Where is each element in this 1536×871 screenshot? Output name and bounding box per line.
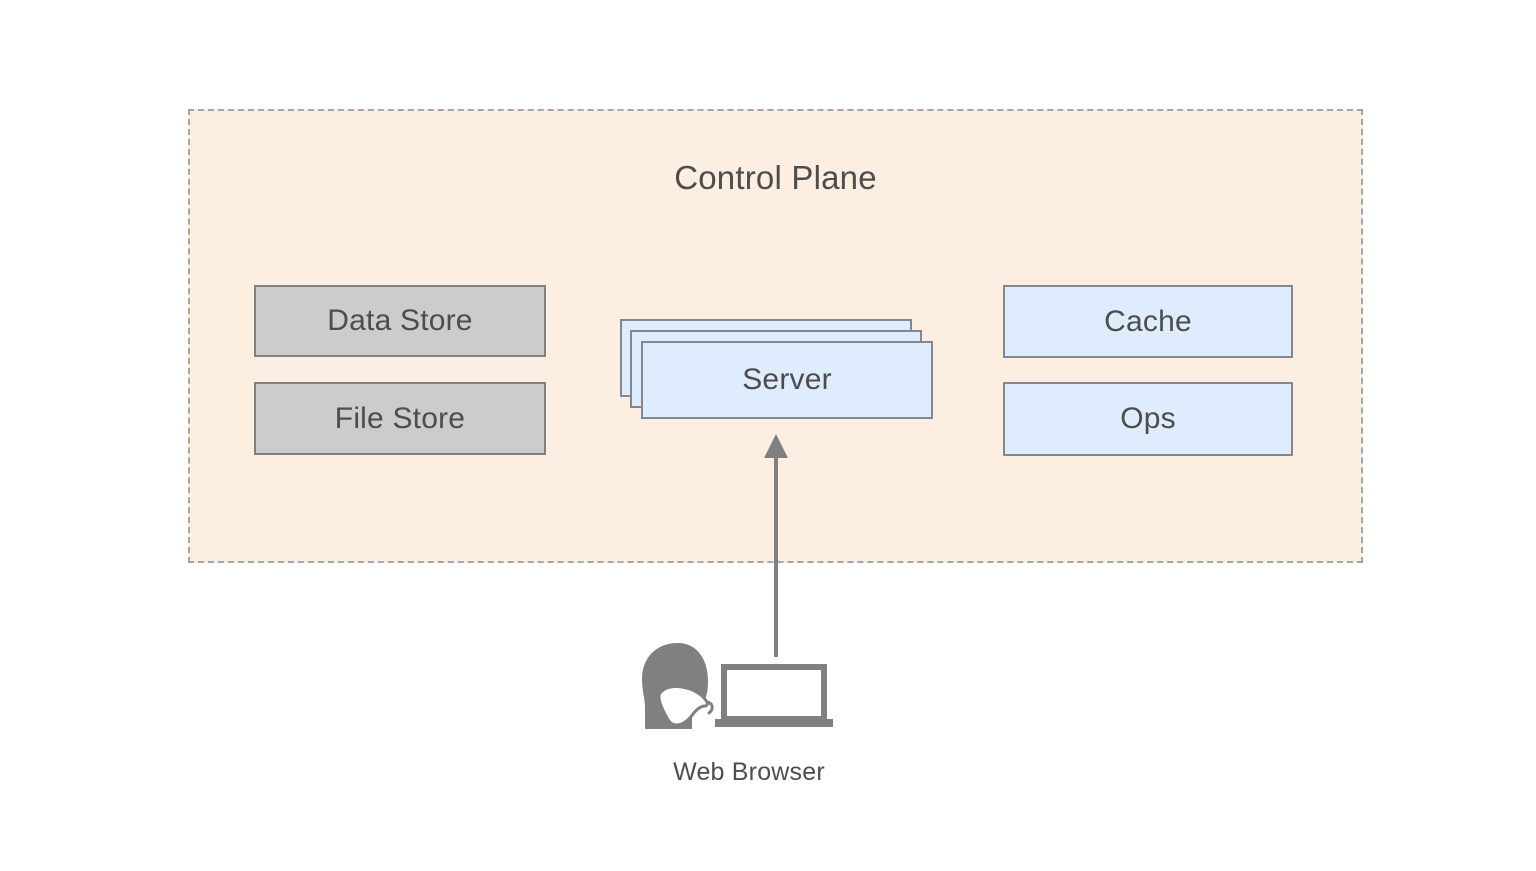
node-server[interactable]: Server (620, 319, 933, 419)
control-plane-title: Control Plane (674, 159, 877, 196)
arrowhead-icon (764, 434, 788, 458)
node-file-store-label: File Store (334, 401, 466, 435)
node-data-store-label: Data Store (327, 304, 473, 337)
face-mask-icon (657, 685, 709, 727)
node-data-store[interactable]: Data Store (254, 285, 546, 357)
laptop-screen (721, 664, 827, 722)
node-file-store[interactable]: File Store (254, 382, 546, 455)
edge-browser-to-server-arrow (764, 434, 788, 657)
actor-web-browser[interactable] (634, 641, 866, 741)
actor-web-browser-label: Web Browser (673, 758, 825, 786)
node-ops-label: Ops (1120, 402, 1176, 435)
node-server-label: Server (742, 363, 832, 396)
node-ops[interactable]: Ops (1003, 382, 1293, 456)
laptop-icon (715, 664, 833, 727)
node-cache[interactable]: Cache (1003, 285, 1293, 358)
node-server-stack-layer-front[interactable]: Server (641, 341, 933, 419)
mask-ear-strap-icon (705, 700, 714, 715)
laptop-base (715, 719, 833, 727)
person-with-mask-icon (642, 643, 714, 729)
node-cache-label: Cache (1104, 304, 1192, 338)
